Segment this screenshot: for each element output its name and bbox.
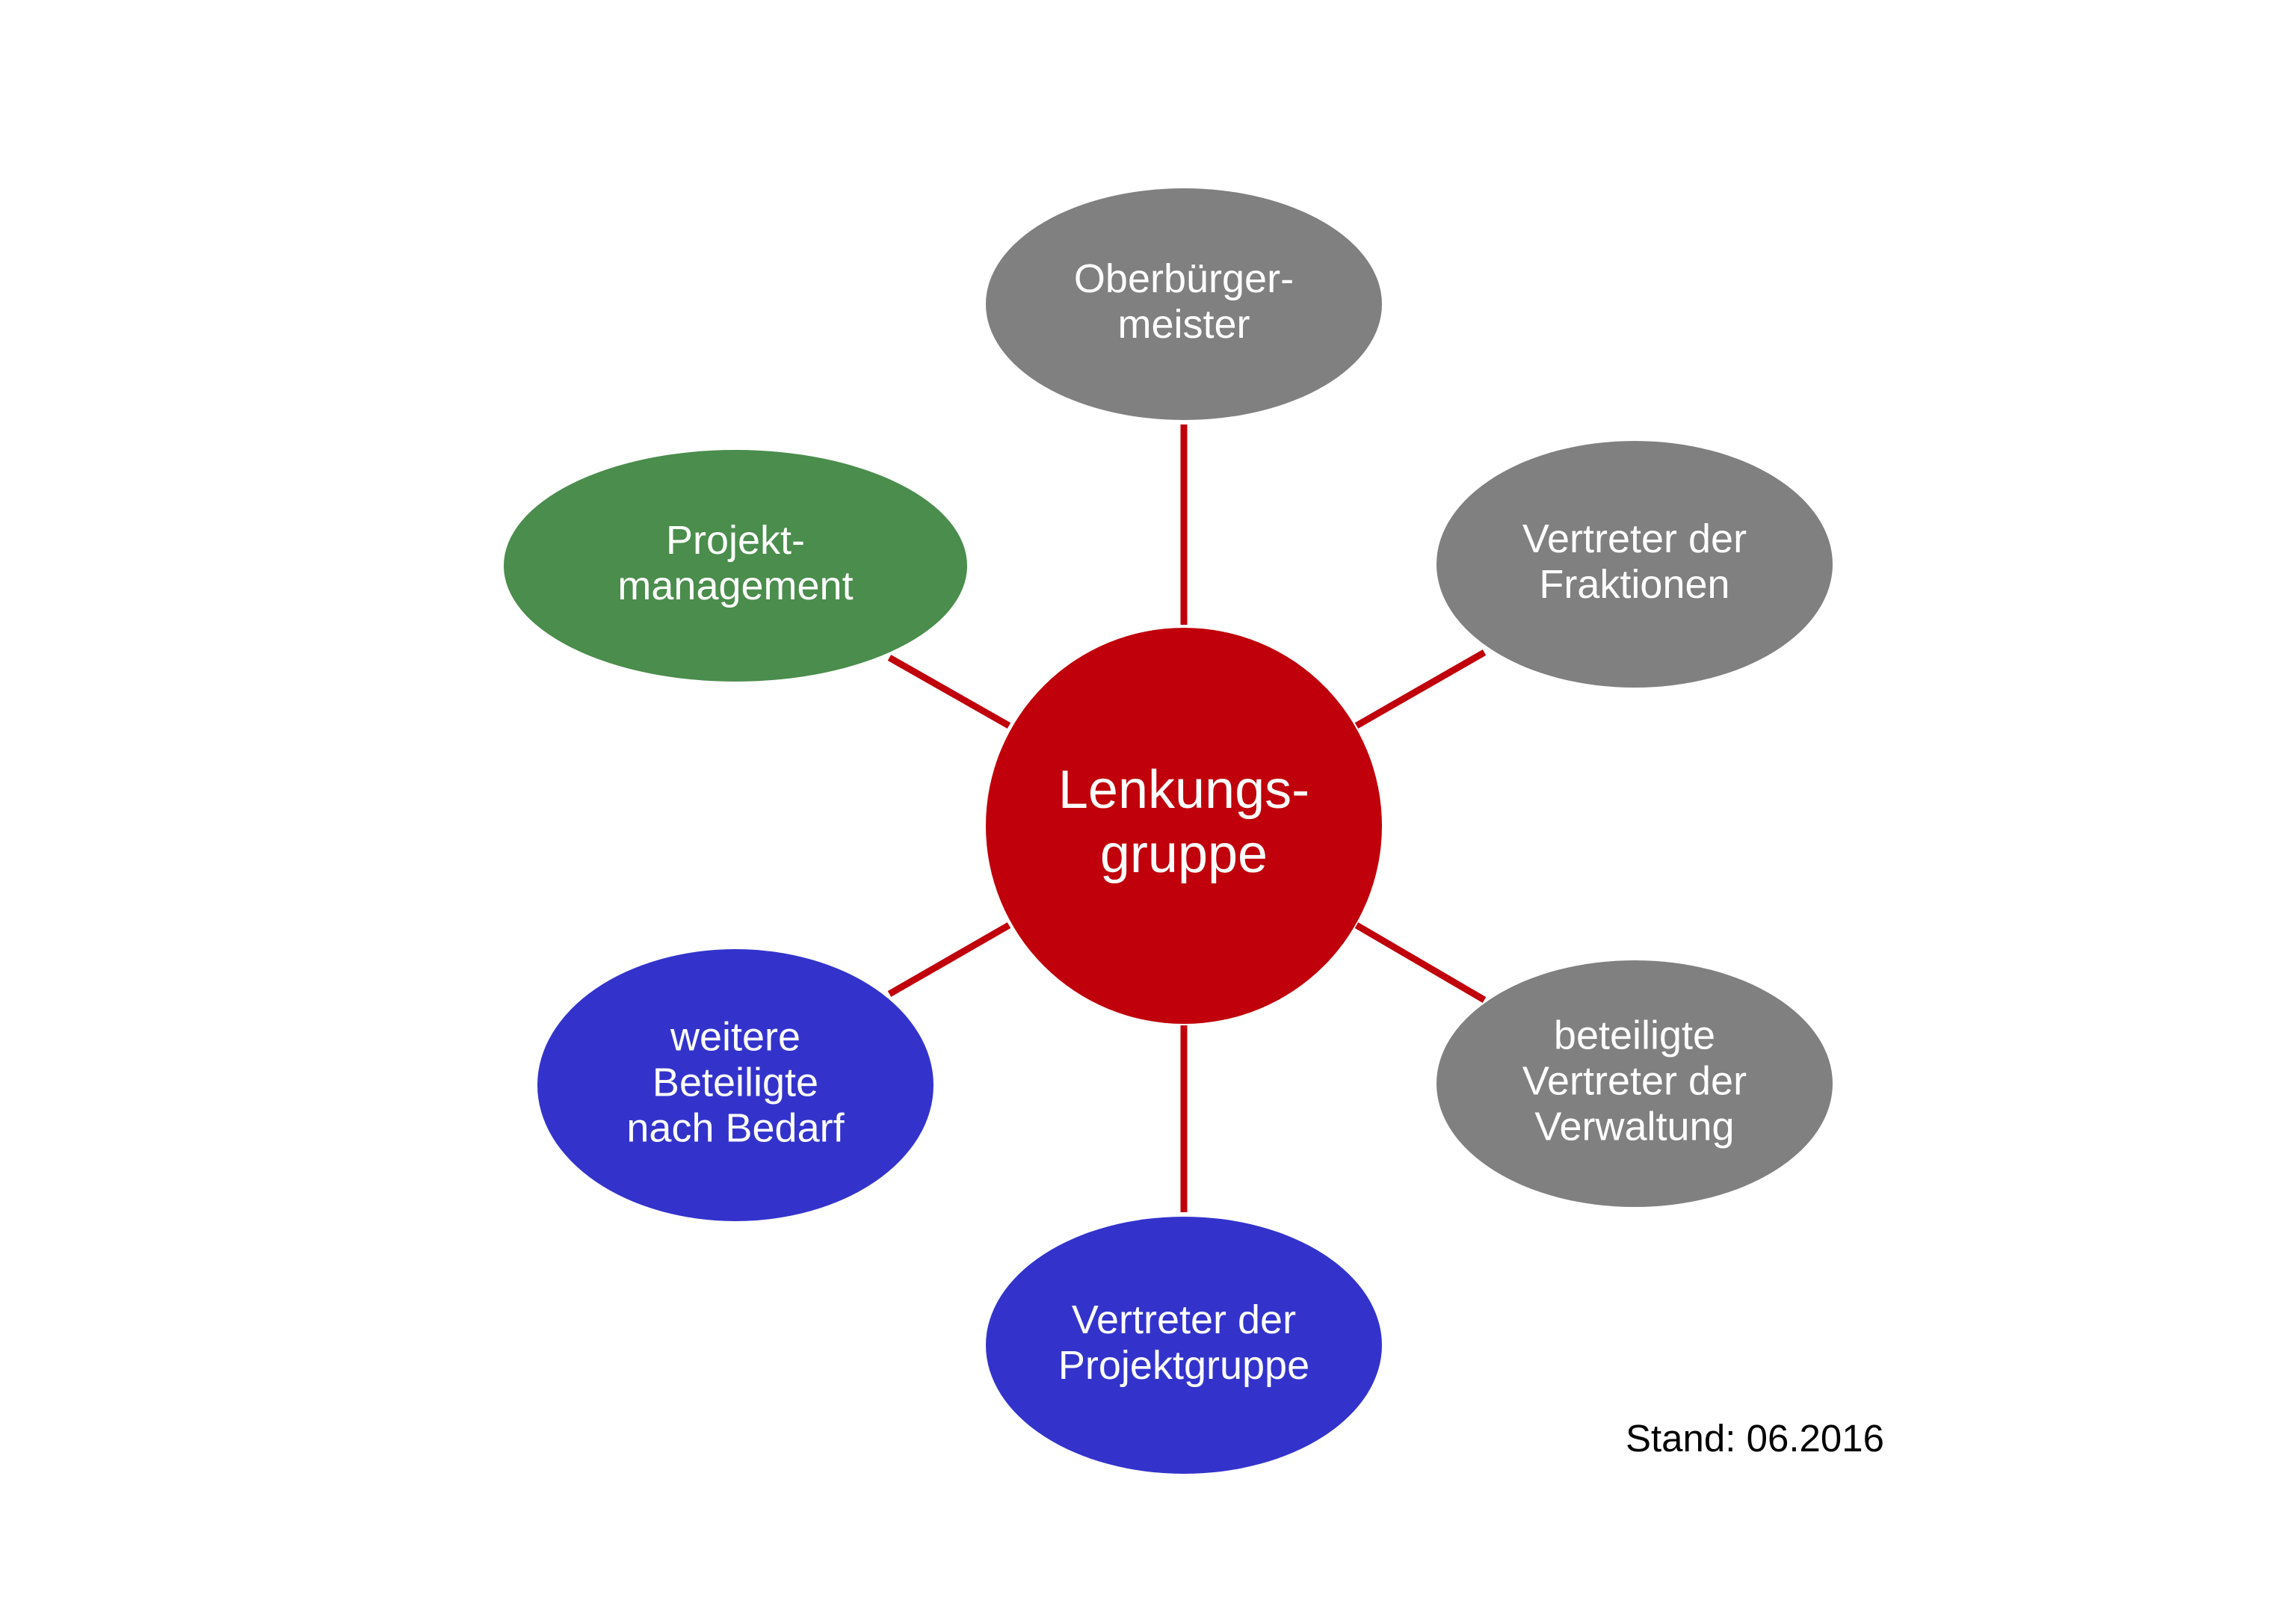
node-projektmanagement-label-line: Projekt- xyxy=(666,518,805,563)
node-projektgruppe-label-line: Vertreter der xyxy=(1072,1297,1296,1342)
connector-fraktionen xyxy=(1354,649,1487,729)
node-projektmanagement: Projekt-management xyxy=(504,450,967,682)
nodes: Lenkungs-gruppeOberbürger-meisterVertret… xyxy=(504,188,1833,1474)
center-node-lenkungsgruppe: Lenkungs-gruppe xyxy=(986,628,1382,1024)
node-oberbuergermeister-label-line: Oberbürger- xyxy=(1074,256,1294,301)
center-node-label-line: gruppe xyxy=(1100,824,1268,884)
node-verwaltung-label-line: Verwaltung xyxy=(1534,1104,1734,1149)
node-projektgruppe-shape xyxy=(986,1217,1382,1474)
node-weitere-label-line: weitere xyxy=(670,1014,800,1059)
node-fraktionen-label-line: Vertreter der xyxy=(1522,516,1747,561)
center-node-label-line: Lenkungs- xyxy=(1058,760,1309,820)
connector-projektmanagement xyxy=(887,655,1011,729)
node-verwaltung-label-line: Vertreter der xyxy=(1522,1058,1747,1103)
node-weitere-shape xyxy=(537,949,933,1221)
connectors xyxy=(887,424,1487,1212)
connector-weitere xyxy=(887,922,1011,997)
stand-date-label: Stand: 06.2016 xyxy=(1626,1417,1884,1460)
node-verwaltung-shape xyxy=(1436,960,1833,1207)
node-projektgruppe-label-line: Projektgruppe xyxy=(1058,1343,1309,1388)
center-node-shape xyxy=(986,628,1382,1024)
node-verwaltung-label-line: beteiligte xyxy=(1554,1013,1715,1057)
node-weitere-label-line: nach Bedarf xyxy=(626,1105,845,1150)
node-oberbuergermeister-shape xyxy=(986,188,1382,420)
node-projektmanagement-shape xyxy=(504,450,967,682)
node-oberbuergermeister-label-line: meister xyxy=(1117,302,1250,347)
connector-verwaltung xyxy=(1354,922,1487,1003)
node-projektmanagement-label-line: management xyxy=(617,564,853,608)
node-oberbuergermeister: Oberbürger-meister xyxy=(986,188,1382,420)
node-weitere-label-line: Beteiligte xyxy=(652,1060,818,1105)
node-fraktionen-shape xyxy=(1436,441,1833,688)
node-fraktionen-label-line: Fraktionen xyxy=(1539,562,1729,607)
